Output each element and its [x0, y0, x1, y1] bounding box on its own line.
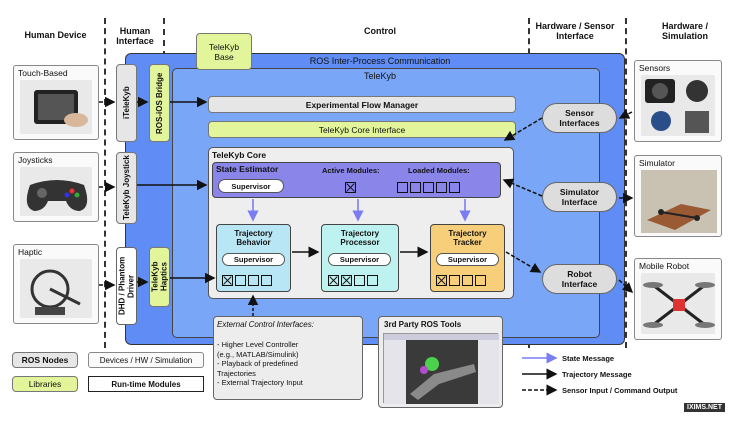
module-slot [341, 275, 352, 286]
device-joysticks: Joysticks [13, 152, 99, 222]
legend-devices: Devices / HW / Simulation [88, 352, 204, 368]
column-header-control: Control [364, 26, 396, 36]
haptic-device-image [20, 259, 92, 318]
legend-ros-nodes: ROS Nodes [12, 352, 78, 368]
module-slot [222, 275, 233, 286]
hardware-label: Mobile Robot [639, 261, 690, 271]
device-label: Haptic [18, 247, 43, 257]
trajectory-tracker-supervisor: Supervisor [436, 253, 499, 266]
separator [163, 18, 165, 68]
module-slot [235, 275, 246, 286]
module-slot [410, 182, 421, 193]
active-module-slots [345, 180, 358, 198]
processor-module-slots [328, 273, 380, 291]
third-party-ros-tools-label: 3rd Party ROS Tools [384, 320, 462, 329]
hardware-label: Simulator [639, 158, 675, 168]
external-control-list: - Higher Level Controller (e.g., MATLAB/… [217, 340, 303, 388]
telekyb-core-label: TeleKyb Core [212, 150, 267, 160]
device-label: Touch-Based [18, 68, 68, 78]
module-slot [397, 182, 408, 193]
legend-trajectory-message: Trajectory Message [562, 370, 632, 379]
legend-runtime-modules: Run-time Modules [88, 376, 204, 392]
tablet-image [20, 80, 92, 134]
column-header-human-device: Human Device [24, 30, 87, 40]
external-control-interfaces-box [213, 316, 363, 400]
sensors-image [641, 75, 715, 136]
device-label: Joysticks [18, 155, 53, 165]
module-slot [475, 275, 486, 286]
trajectory-behavior-supervisor: Supervisor [222, 253, 285, 266]
watermark: IXIMS.NET [684, 403, 726, 412]
trajectory-tracker-label: Trajectory Tracker [448, 229, 487, 247]
hardware-simulator: Simulator [634, 155, 722, 237]
module-slot [248, 275, 259, 286]
device-haptic: Haptic [13, 244, 99, 324]
experimental-flow-manager-box: Experimental Flow Manager [208, 96, 516, 113]
column-header-human-interface: Human Interface [116, 26, 154, 46]
state-estimator-label: State Estimator [216, 164, 279, 174]
column-header-hardware-simulation: Hardware / Simulation [661, 21, 709, 41]
telekyb-label: TeleKyb [363, 71, 397, 81]
rviz-screenshot [383, 333, 499, 404]
legend-libraries: Libraries [12, 376, 78, 392]
hardware-sensors: Sensors [634, 60, 722, 142]
module-slot [328, 275, 339, 286]
quadrotor-image [641, 273, 715, 334]
state-estimator-supervisor: Supervisor [218, 179, 284, 193]
trajectory-processor-supervisor: Supervisor [328, 253, 391, 266]
column-header-hardware-sensor-interface: Hardware / Sensor Interface [535, 21, 615, 41]
legend-sensor-io: Sensor Input / Command Output [562, 386, 678, 395]
telekyb-base-box: TeleKyb Base [196, 33, 252, 70]
module-slot [367, 275, 378, 286]
loaded-module-slots [397, 180, 462, 198]
ros-ipc-label: ROS Inter-Process Communication [309, 56, 451, 66]
module-slot [449, 275, 460, 286]
trajectory-behavior-label: Trajectory Behavior [234, 229, 273, 247]
trajectory-processor-label: Trajectory Processor [340, 229, 380, 247]
device-touch-based: Touch-Based [13, 65, 99, 140]
legend-state-message: State Message [562, 354, 615, 363]
module-slot [423, 182, 434, 193]
module-slot [354, 275, 365, 286]
module-slot [462, 275, 473, 286]
robot-interface-node: Robot Interface [542, 264, 617, 294]
behavior-module-slots [222, 273, 274, 291]
external-control-title: External Control Interfaces: [217, 320, 314, 329]
simulator-image [641, 170, 717, 233]
loaded-modules-label: Loaded Modules: [408, 166, 470, 175]
hardware-mobile-robot: Mobile Robot [634, 258, 722, 340]
simulator-interface-node: Simulator Interface [542, 182, 617, 212]
separator [625, 18, 627, 348]
sensor-interfaces-node: Sensor Interfaces [542, 103, 617, 133]
module-slot [436, 275, 447, 286]
tracker-module-slots [436, 273, 488, 291]
module-slot [261, 275, 272, 286]
active-modules-label: Active Modules: [322, 166, 380, 175]
module-slot [436, 182, 447, 193]
module-slot [449, 182, 460, 193]
gamepad-image [20, 167, 92, 216]
core-interface-box: TeleKyb Core Interface [208, 121, 516, 138]
hardware-label: Sensors [639, 63, 671, 73]
module-slot [345, 182, 356, 193]
